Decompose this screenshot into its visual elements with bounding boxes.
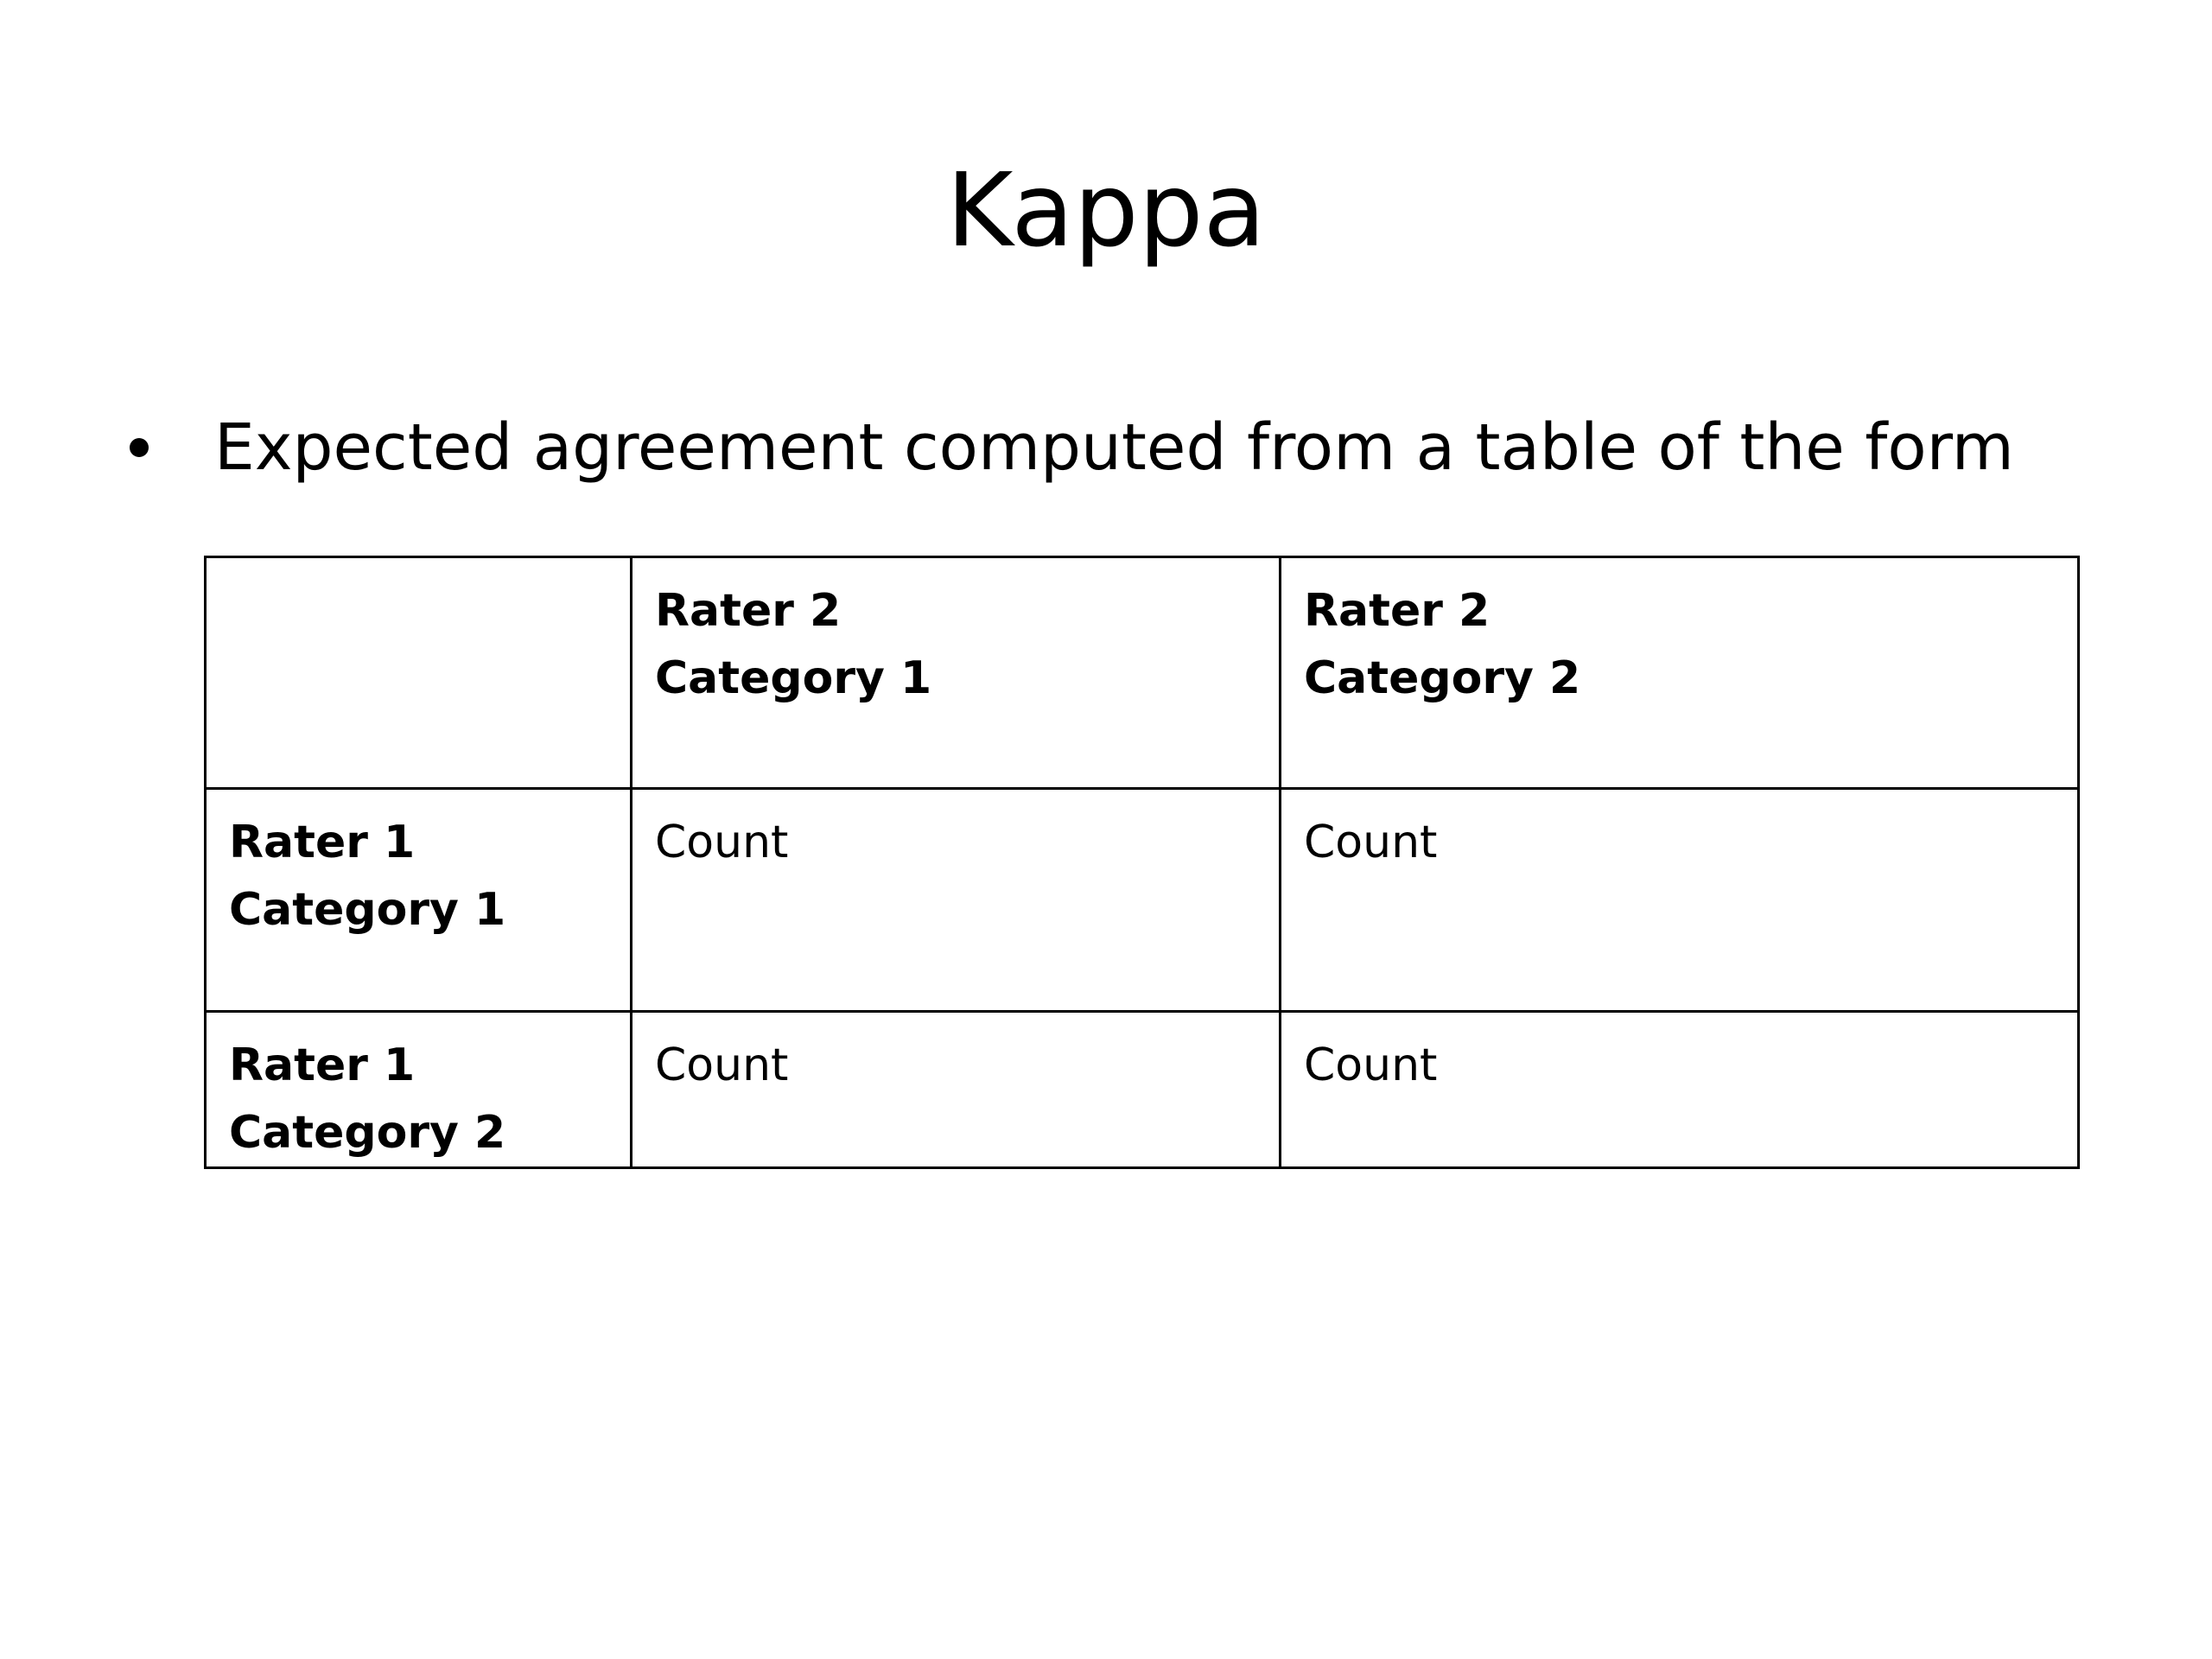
bullet-item: Expected agreement computed from a table… — [130, 404, 2014, 491]
count-value: Count — [655, 817, 789, 868]
bullet-text: Expected agreement computed from a table… — [214, 410, 2014, 485]
slide-title: Kappa — [946, 150, 1266, 270]
bullet-dot-icon — [130, 438, 149, 457]
table-row: Rater 1 Category 1 Count Count — [204, 787, 2080, 1013]
table-row: Rater 1 Category 2 Count Count — [204, 1010, 2080, 1169]
row-label-rater1-category2: Rater 1 Category 2 — [204, 1010, 632, 1169]
header-cell-rater2-category1: Rater 2 Category 1 — [630, 556, 1281, 790]
table-corner-cell — [204, 556, 632, 790]
table-header-row: Rater 2 Category 1 Rater 2 Category 2 — [204, 556, 2080, 790]
count-value: Count — [1304, 817, 1438, 868]
count-value: Count — [1304, 1039, 1438, 1091]
header-cell-line: Category 2 — [1304, 652, 1581, 704]
row-label-line: Rater 1 — [229, 817, 416, 868]
row-label-rater1-category1: Rater 1 Category 1 — [204, 787, 632, 1013]
row-label-line: Category 1 — [229, 884, 506, 936]
table-cell: Count — [1279, 1010, 2080, 1169]
header-cell-line: Rater 2 — [655, 585, 842, 637]
header-cell-line: Rater 2 — [1304, 585, 1491, 637]
header-cell-rater2-category2: Rater 2 Category 2 — [1279, 556, 2080, 790]
table-cell: Count — [630, 1010, 1281, 1169]
row-label-line: Rater 1 — [229, 1039, 416, 1091]
header-cell-line: Category 1 — [655, 652, 932, 704]
count-value: Count — [655, 1039, 789, 1091]
table-cell: Count — [1279, 787, 2080, 1013]
agreement-table: Rater 2 Category 1 Rater 2 Category 2 Ra… — [204, 556, 2080, 1169]
table-cell: Count — [630, 787, 1281, 1013]
row-label-line: Category 2 — [229, 1107, 506, 1159]
